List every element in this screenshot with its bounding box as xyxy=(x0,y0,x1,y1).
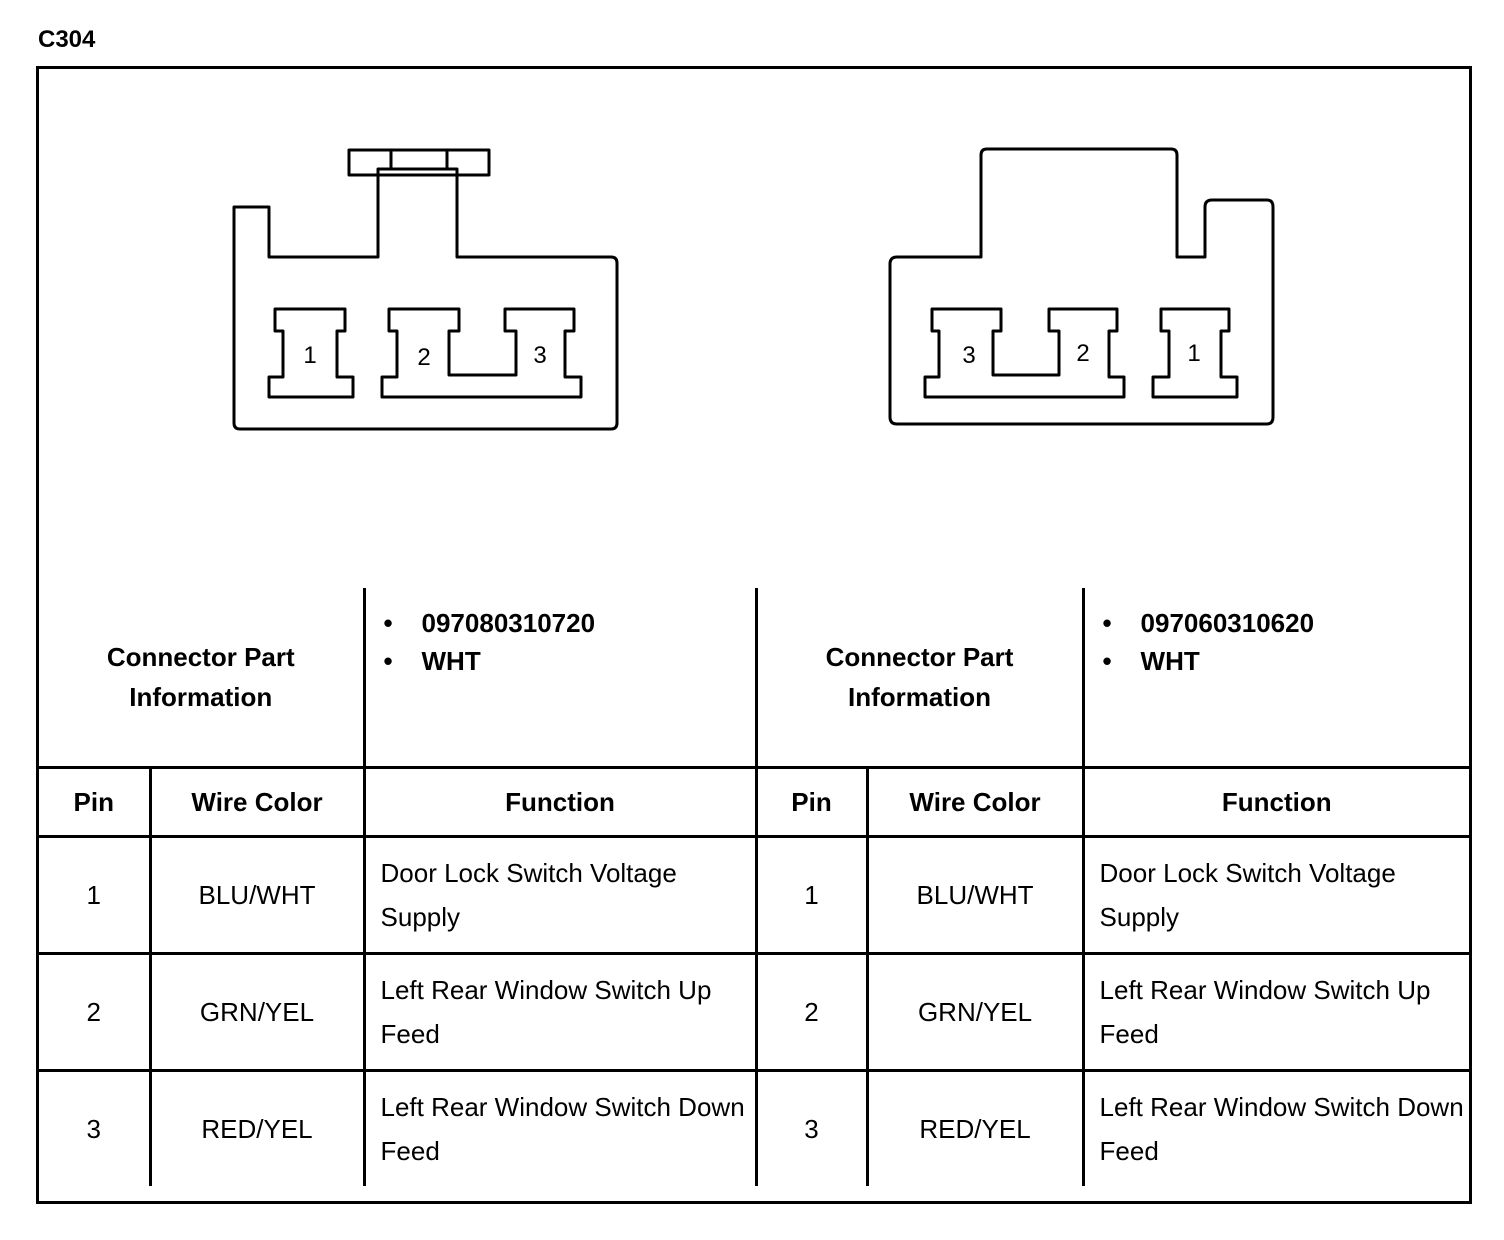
connector-title: C304 xyxy=(38,26,96,53)
connector-1-latch xyxy=(347,148,491,177)
wire-color-cell: RED/YEL xyxy=(865,1069,1085,1186)
wire-color-cell: RED/YEL xyxy=(148,1069,366,1186)
connector-frame: 1 2 3 3 2 1 Connector Part Information 0… xyxy=(36,66,1472,1204)
connector-1-pin-label-a: 1 xyxy=(303,342,316,369)
function-cell: Left Rear Window Switch Down Feed xyxy=(362,1069,758,1186)
connector-1-part-info: 097080310720 WHT xyxy=(362,588,758,769)
wire-color-cell: GRN/YEL xyxy=(865,952,1085,1072)
connector-2-cavity-3-2 xyxy=(923,307,1126,399)
wire-color-cell: BLU/WHT xyxy=(148,835,366,955)
table-row: 1 BLU/WHT Door Lock Switch Voltage Suppl… xyxy=(39,835,1470,955)
connector-diagram: 1 2 3 3 2 1 xyxy=(232,147,1275,431)
function-cell: Left Rear Window Switch Up Feed xyxy=(362,952,758,1072)
column-header-wire-color: Wire Color xyxy=(865,766,1085,838)
connector-1-pin-label-c: 3 xyxy=(533,342,546,369)
table-row: 3 RED/YEL Left Rear Window Switch Down F… xyxy=(39,1069,1470,1186)
connector-1-pin-label-b: 2 xyxy=(417,344,430,371)
pin-cell: 2 xyxy=(39,952,152,1072)
column-header-row: Pin Wire Color Function Pin Wire Color F… xyxy=(39,766,1470,838)
connector-2-part-info-label: Connector Part Information xyxy=(754,588,1085,769)
connector-2-part-info: 097060310620 WHT xyxy=(1081,588,1470,769)
connector-1-part-info-label: Connector Part Information xyxy=(39,588,366,769)
connector-2-part-color: WHT xyxy=(1085,642,1470,680)
connector-2-part-number: 097060310620 xyxy=(1085,604,1470,642)
connector-2-pin-label-c: 1 xyxy=(1187,340,1200,367)
column-header-function: Function xyxy=(1081,766,1470,838)
connector-2-cavity-1 xyxy=(1151,307,1239,399)
connector-1-cavity-1 xyxy=(267,307,355,399)
connector-1-part-color: WHT xyxy=(366,642,755,680)
column-header-function: Function xyxy=(362,766,758,838)
connector-1-cavity-2-3 xyxy=(380,307,583,399)
wire-color-cell: GRN/YEL xyxy=(148,952,366,1072)
column-header-pin: Pin xyxy=(39,766,152,838)
function-cell: Door Lock Switch Voltage Supply xyxy=(1081,835,1470,955)
wire-color-cell: BLU/WHT xyxy=(865,835,1085,955)
table-row: 2 GRN/YEL Left Rear Window Switch Up Fee… xyxy=(39,952,1470,1072)
connector-2-pin-label-b: 2 xyxy=(1076,340,1089,367)
connector-2-body xyxy=(888,147,1275,426)
part-info-row: Connector Part Information 097080310720 … xyxy=(39,588,1470,769)
pin-cell: 1 xyxy=(39,835,152,955)
connector-1-part-number: 097080310720 xyxy=(366,604,755,642)
function-cell: Door Lock Switch Voltage Supply xyxy=(362,835,758,955)
pin-cell: 3 xyxy=(754,1069,869,1186)
connector-2-pin-label-a: 3 xyxy=(962,342,975,369)
connector-1-body xyxy=(232,167,619,431)
column-header-pin: Pin xyxy=(754,766,869,838)
column-header-wire-color: Wire Color xyxy=(148,766,366,838)
function-cell: Left Rear Window Switch Down Feed xyxy=(1081,1069,1470,1186)
pinout-table: Connector Part Information 097080310720 … xyxy=(39,588,1470,1186)
pin-cell: 1 xyxy=(754,835,869,955)
pin-cell: 3 xyxy=(39,1069,152,1186)
pin-cell: 2 xyxy=(754,952,869,1072)
function-cell: Left Rear Window Switch Up Feed xyxy=(1081,952,1470,1072)
